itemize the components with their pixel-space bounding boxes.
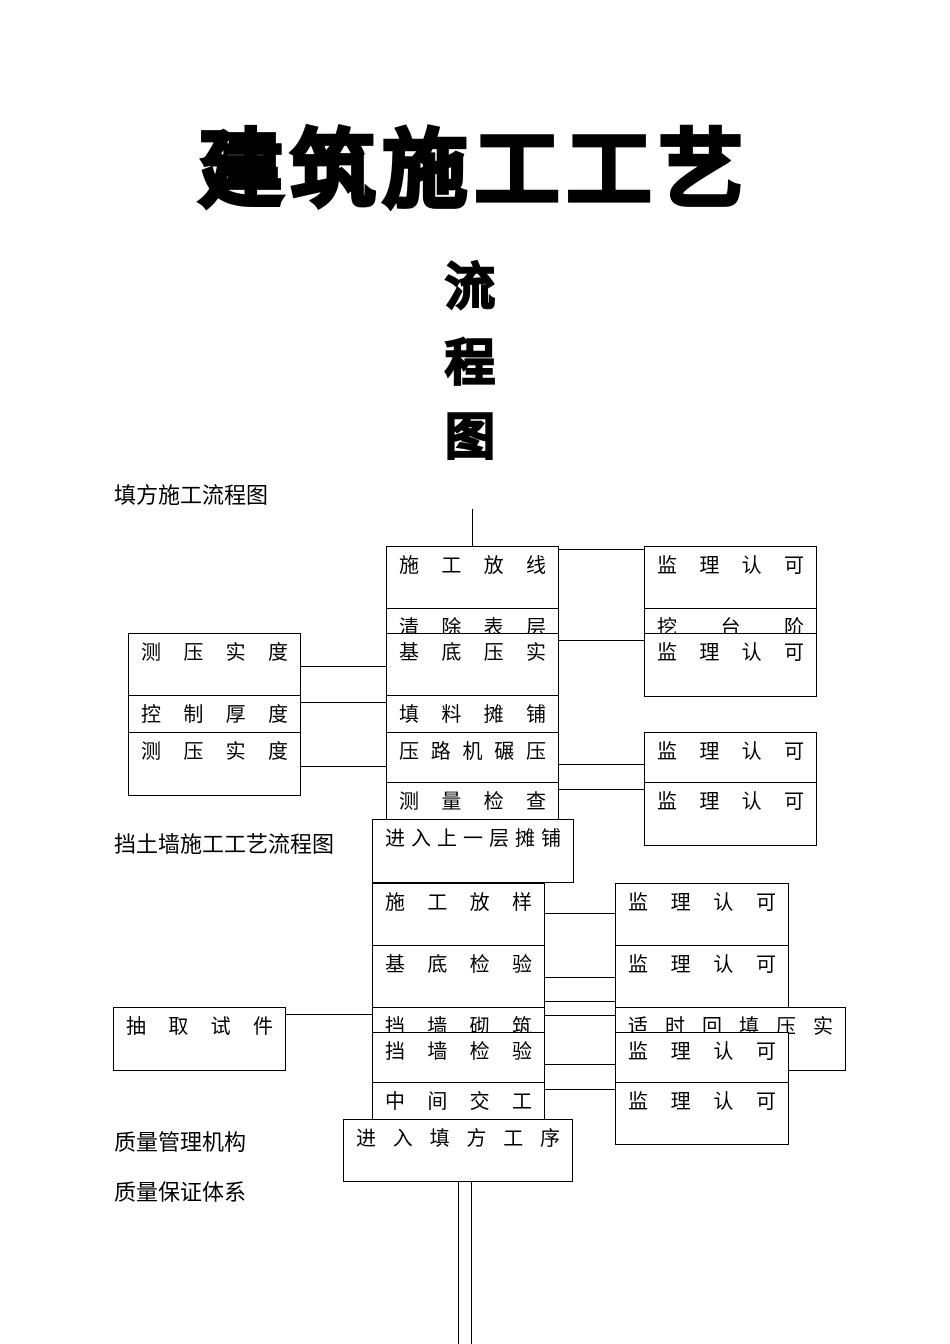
fill-left-check-label: 测压实度 [141, 739, 288, 763]
connector-line [471, 1181, 472, 1344]
fill-left-check-box: 测压实度 [128, 633, 301, 697]
section-heading-quality-org: 质量管理机构 [114, 1131, 247, 1156]
fill-step-label: 基底压实 [399, 640, 546, 664]
wall-step-box: 基底检验 [372, 945, 545, 1009]
wall-right-check-label: 适时回填压实 [628, 1014, 833, 1038]
fill-right-check-box: 监理认可 [644, 633, 817, 697]
fill-step-box: 进入上一层摊铺 [372, 819, 574, 883]
subtitle-char-1: 流 [444, 258, 496, 316]
section-heading-wall: 挡土墙施工工艺流程图 [114, 833, 335, 858]
wall-step-label: 中间交工 [385, 1089, 532, 1113]
connector-line [544, 1064, 616, 1065]
wall-right-check-label: 监理认可 [628, 890, 776, 914]
connector-line [558, 789, 645, 790]
wall-right-check-box: 监理认可 [615, 883, 789, 947]
connector-line [558, 764, 645, 765]
section-heading-fill: 填方施工流程图 [114, 484, 269, 509]
fill-step-label: 测量检查 [399, 789, 546, 813]
connector-line [300, 766, 387, 767]
connector-line [558, 640, 645, 641]
connector-line [285, 1014, 372, 1015]
wall-right-check-label: 监理认可 [628, 1039, 776, 1063]
connector-line [300, 702, 387, 703]
wall-right-check-label: 监理认可 [628, 952, 776, 976]
subtitle-char-2: 程 [444, 334, 496, 392]
wall-left-check-box: 抽取试件 [113, 1007, 286, 1071]
subtitle-char-3: 图 [444, 408, 496, 466]
wall-step-label: 进入填方工序 [356, 1126, 560, 1150]
fill-step-box: 施工放线 [386, 546, 559, 610]
fill-right-check-box: 监理认可 [644, 546, 817, 610]
section-heading-quality-system: 质量保证体系 [114, 1181, 247, 1206]
fill-right-check-label: 监理认可 [657, 553, 804, 577]
fill-step-label: 压路机碾压 [399, 739, 546, 763]
wall-step-box: 施工放样 [372, 883, 545, 947]
connector-line [544, 1001, 616, 1002]
fill-step-label: 填料摊铺 [399, 702, 546, 726]
connector-line [458, 1181, 459, 1344]
connector-line [472, 509, 473, 547]
wall-right-check-box: 监理认可 [615, 1082, 789, 1145]
fill-step-box: 基底压实 [386, 633, 559, 697]
connector-line [300, 666, 387, 667]
connector-line [544, 977, 616, 978]
fill-right-check-label: 监理认可 [657, 640, 804, 664]
fill-right-check-box: 监理认可 [644, 782, 817, 846]
fill-step-label: 进入上一层摊铺 [385, 826, 561, 850]
fill-left-check-box: 测压实度 [128, 732, 301, 796]
page-title: 建筑施工工艺 [197, 121, 751, 219]
connector-line [544, 1015, 616, 1016]
wall-right-check-label: 监理认可 [628, 1089, 776, 1113]
fill-right-check-label: 监理认可 [657, 789, 804, 813]
fill-left-check-label: 测压实度 [141, 640, 288, 664]
fill-right-check-label: 挖台阶 [657, 615, 804, 639]
wall-step-box: 进入填方工序 [343, 1119, 573, 1182]
connector-line [544, 1089, 616, 1090]
fill-step-label: 清除表层 [399, 615, 546, 639]
fill-step-label: 施工放线 [399, 553, 546, 577]
fill-left-check-box: 控制厚度 [128, 695, 301, 735]
fill-right-check-label: 监理认可 [657, 739, 804, 763]
wall-step-label: 基底检验 [385, 952, 532, 976]
wall-left-check-label: 抽取试件 [126, 1014, 273, 1038]
wall-step-label: 挡墙砌筑 [385, 1014, 532, 1038]
fill-left-check-label: 控制厚度 [141, 702, 288, 726]
connector-line [558, 549, 645, 550]
wall-right-check-box: 监理认可 [615, 945, 789, 1009]
wall-step-label: 施工放样 [385, 890, 532, 914]
connector-line [544, 913, 616, 914]
wall-step-label: 挡墙检验 [385, 1039, 532, 1063]
